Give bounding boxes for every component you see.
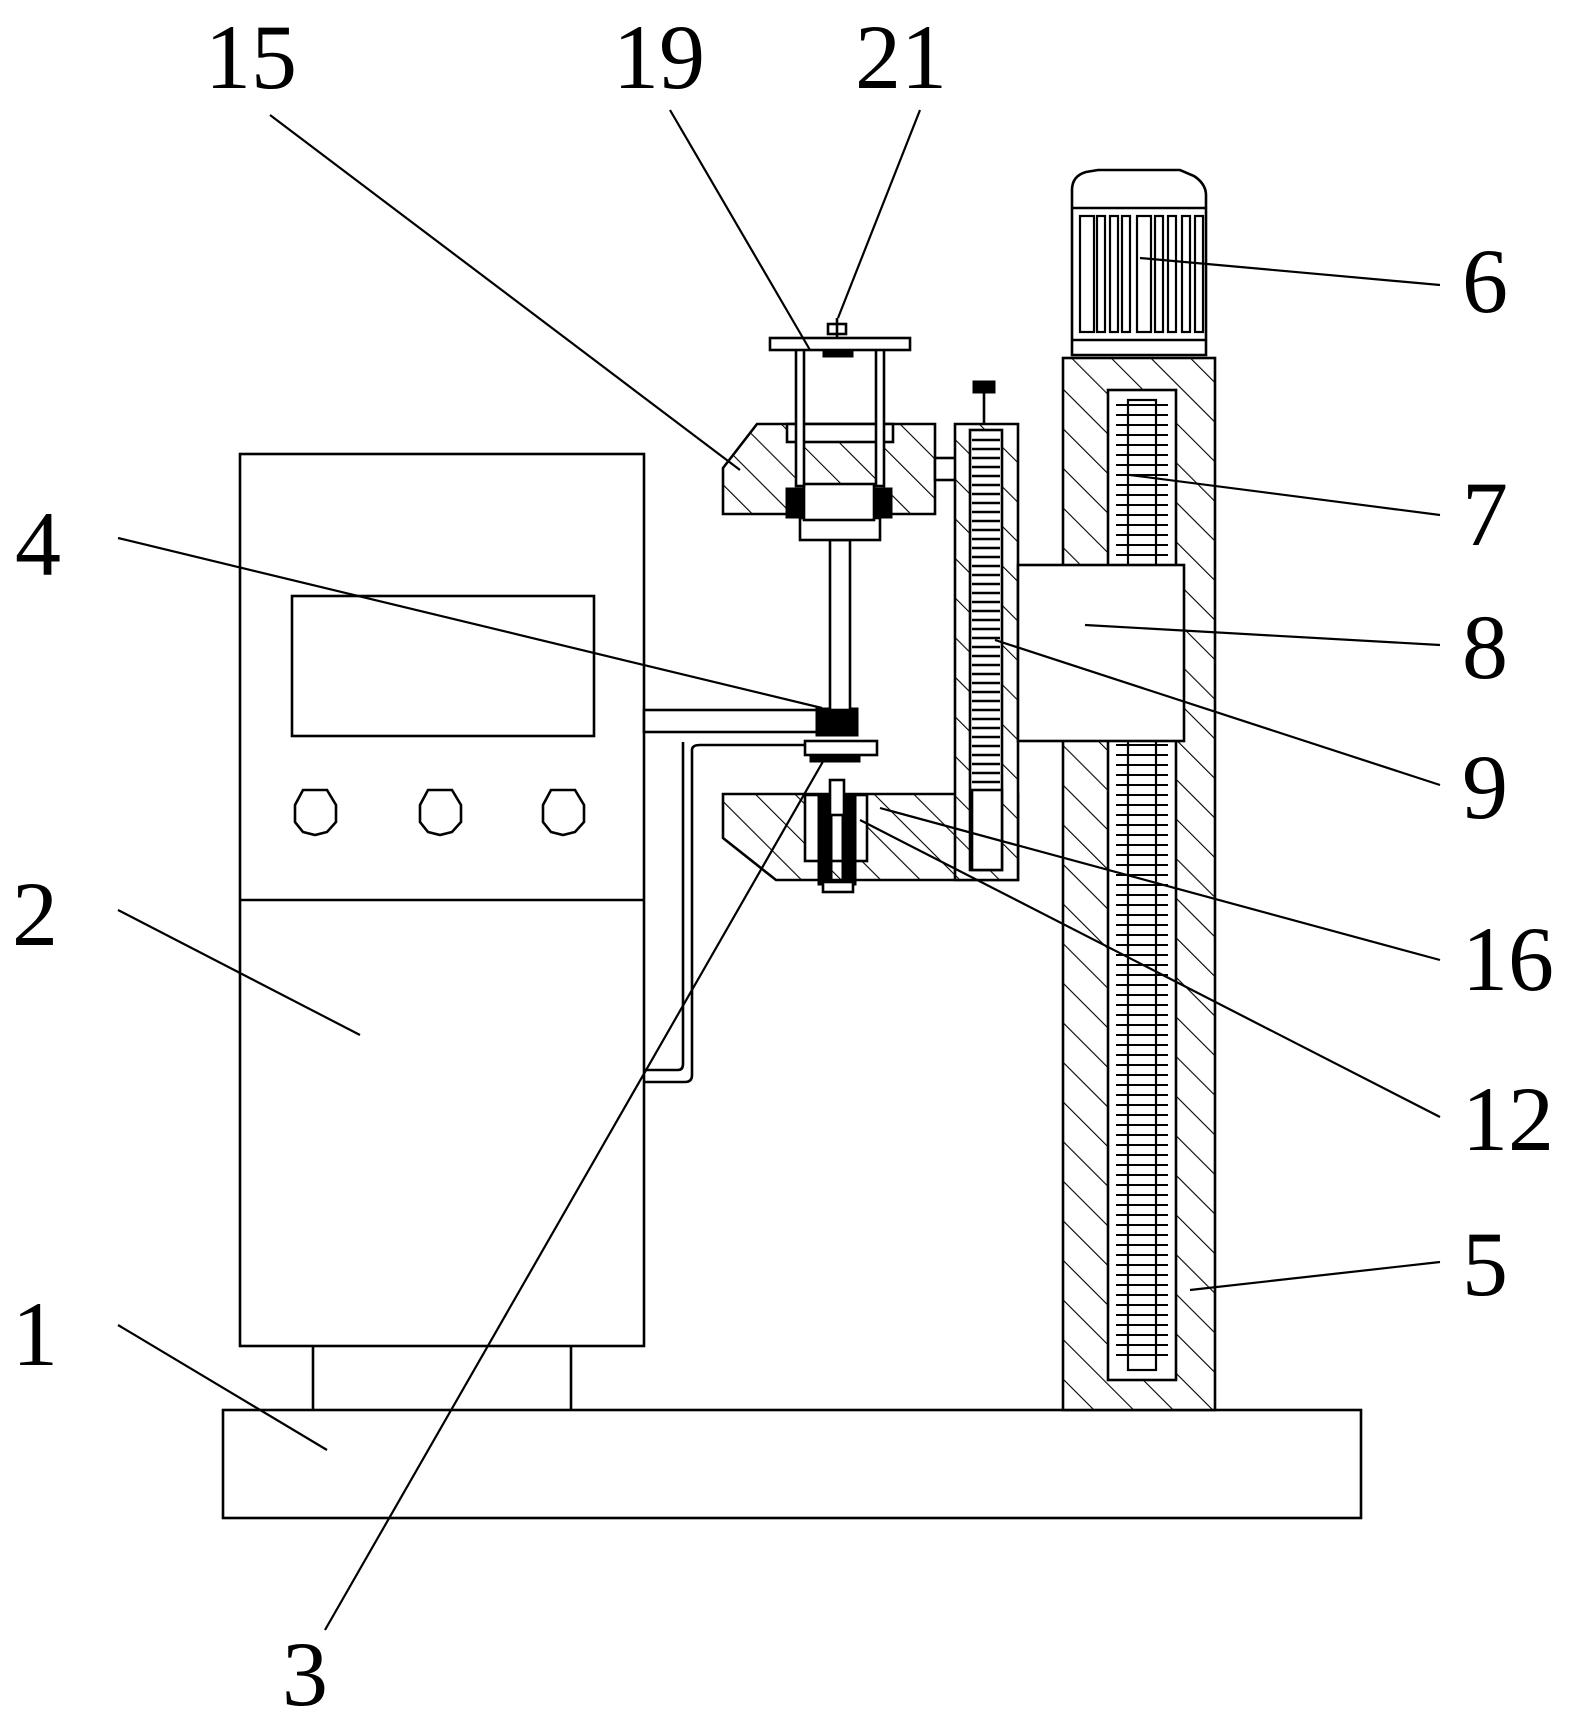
motor-cooling-fins: [1078, 214, 1205, 334]
control-knob-icon: [541, 788, 586, 837]
fin: [1095, 214, 1107, 334]
base-plate: [221, 1408, 1363, 1520]
vertical-column: [1061, 356, 1217, 1412]
c-frame: [953, 380, 1020, 882]
fin: [1193, 214, 1205, 334]
reference-labels: 15 19 21 6 7 8 9 16 12 5 4 2 1 3: [12, 6, 1554, 1717]
control-knob-icon: [418, 788, 463, 837]
label-3: 3: [282, 1623, 328, 1717]
label-5: 5: [1462, 1213, 1508, 1315]
fin: [1153, 214, 1165, 334]
label-15: 16: [1462, 908, 1554, 1010]
label-12: 12: [1462, 1068, 1554, 1170]
fin: [1078, 214, 1096, 334]
lower-clamp-block: [721, 778, 1020, 894]
control-cabinet: [238, 452, 646, 1410]
label-7: 7: [1462, 463, 1508, 565]
fin: [1180, 214, 1192, 334]
label-6: 6: [1462, 230, 1508, 332]
fin: [1166, 214, 1178, 334]
label-21: 21: [855, 6, 947, 108]
label-8: 8: [1462, 596, 1508, 698]
label-4: 4: [15, 493, 61, 595]
label-19: 19: [613, 6, 705, 108]
label-9: 9: [1462, 736, 1508, 838]
label-1: 1: [12, 1283, 58, 1385]
leader-lines: [117, 109, 1441, 1631]
fin: [1108, 214, 1120, 334]
label-2: 2: [12, 863, 58, 965]
fin: [1120, 214, 1132, 334]
upper-clamp-block: [721, 422, 1009, 522]
display-screen: [290, 594, 596, 738]
horizontal-arm: [642, 707, 879, 1084]
lead-screw-thread: [1116, 398, 1168, 1372]
guide-rod-assembly: [768, 318, 912, 488]
motor: [1070, 168, 1208, 357]
fin: [1135, 214, 1153, 334]
label-16: 15: [205, 6, 297, 108]
center-shaft: [798, 516, 882, 712]
control-knob-icon: [293, 788, 338, 837]
slider-block: [1016, 563, 1186, 743]
adjusting-screw-thread: [972, 438, 1000, 784]
